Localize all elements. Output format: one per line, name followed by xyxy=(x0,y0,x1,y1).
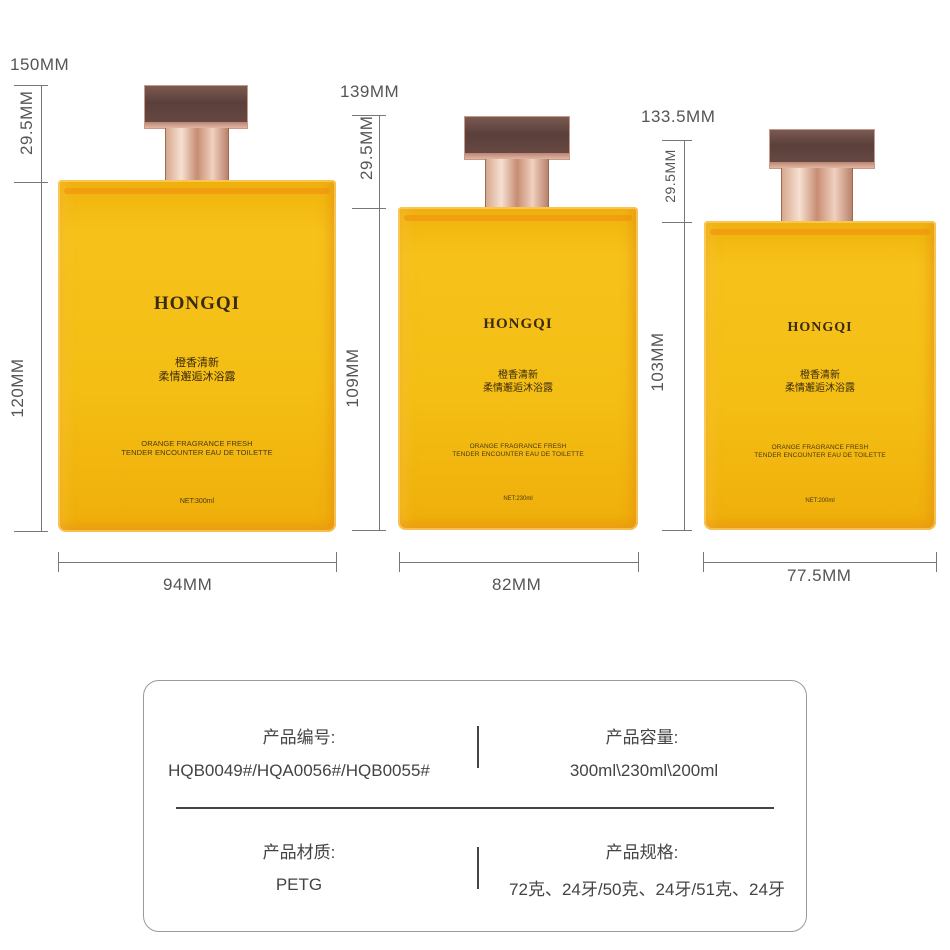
product-name-cn-line2: 柔情邂逅沐浴露 xyxy=(483,383,553,394)
height-dimension-line xyxy=(684,140,685,530)
dimension-tick xyxy=(336,552,337,572)
net-volume: NET:300ml xyxy=(179,498,215,505)
material-label: 产品材质: xyxy=(262,843,336,862)
bottle-neck xyxy=(781,168,853,222)
product-code-value: HQB0049#/HQA0056#/HQB0055# xyxy=(168,761,430,780)
dimension-tick xyxy=(14,85,48,86)
width-label: 94MM xyxy=(163,575,213,594)
height-dimension-line xyxy=(41,85,42,532)
dimension-tick xyxy=(14,182,48,183)
cap-height-label: 29.5MM xyxy=(357,115,376,180)
spec-table: 产品编号: HQB0049#/HQA0056#/HQB0055# 产品容量: 3… xyxy=(143,680,807,932)
capacity-label: 产品容量: xyxy=(605,728,679,747)
product-name-en-line1: ORANGE FRAGRANCE FRESH xyxy=(771,444,869,451)
product-name-cn-line1: 橙香清新 xyxy=(800,370,840,381)
capacity-value: 300ml\230ml\200ml xyxy=(569,761,719,780)
column-divider xyxy=(477,847,479,889)
product-code-label: 产品编号: xyxy=(262,728,336,747)
dimension-tick xyxy=(352,115,386,116)
dimension-tick xyxy=(58,552,59,572)
dimension-tick xyxy=(662,140,692,141)
bottle-body: HONGQI 橙香清新 柔情邂逅沐浴露 ORANGE FRAGRANCE FRE… xyxy=(704,221,936,530)
product-name-cn-line1: 橙香清新 xyxy=(175,357,219,369)
width-label: 82MM xyxy=(492,575,542,594)
product-name-cn-line2: 柔情邂逅沐浴露 xyxy=(158,371,236,383)
bottle-cap xyxy=(464,116,570,160)
dimension-tick xyxy=(638,552,639,572)
dimension-tick xyxy=(352,530,386,531)
width-dimension-line xyxy=(399,562,638,563)
cap-height-label: 29.5MM xyxy=(662,149,678,203)
dimension-tick xyxy=(14,531,48,532)
column-divider xyxy=(477,726,479,768)
product-name-en-line1: ORANGE FRAGRANCE FRESH xyxy=(469,443,567,450)
specification-value: 72克、24牙/50克、24牙/51克、24牙 xyxy=(509,880,785,899)
product-name-en-line2: TENDER ENCOUNTER EAU DE TOILETTE xyxy=(754,452,886,459)
dimension-tick xyxy=(936,552,937,572)
bottle-body: HONGQI 橙香清新 柔情邂逅沐浴露 ORANGE FRAGRANCE FRE… xyxy=(398,207,638,530)
body-height-label: 103MM xyxy=(648,332,667,392)
product-name-en-line2: TENDER ENCOUNTER EAU DE TOILETTE xyxy=(121,448,273,457)
bottle-cap xyxy=(769,129,875,169)
dimension-tick xyxy=(399,552,400,572)
total-height-label: 139MM xyxy=(340,82,400,101)
dimension-tick xyxy=(662,222,692,223)
brand-label: HONGQI xyxy=(153,293,241,314)
net-volume: NET:200ml xyxy=(805,498,835,504)
product-name-cn-line2: 柔情邂逅沐浴露 xyxy=(785,383,855,394)
bottle-neck xyxy=(485,159,549,209)
width-label: 77.5MM xyxy=(787,566,852,585)
bottle-cap xyxy=(144,85,248,129)
bottle-body: HONGQI 橙香清新 柔情邂逅沐浴露 ORANGE FRAGRANCE FRE… xyxy=(58,180,336,532)
width-dimension-line xyxy=(58,562,336,563)
specification-label: 产品规格: xyxy=(605,843,679,862)
cap-height-label: 29.5MM xyxy=(17,90,36,155)
product-name-en-line2: TENDER ENCOUNTER EAU DE TOILETTE xyxy=(452,451,584,458)
height-dimension-line xyxy=(379,115,380,530)
body-height-label: 120MM xyxy=(8,358,27,418)
dimension-tick xyxy=(703,552,704,572)
total-height-label: 133.5MM xyxy=(641,107,716,126)
bottle-neck xyxy=(165,128,229,182)
brand-label: HONGQI xyxy=(787,320,853,335)
total-height-label: 150MM xyxy=(10,55,70,74)
row-divider xyxy=(176,807,774,809)
dimension-tick xyxy=(662,530,692,531)
width-dimension-line xyxy=(703,562,936,563)
material-value: PETG xyxy=(275,875,323,894)
net-volume: NET:230ml xyxy=(503,496,533,502)
brand-label: HONGQI xyxy=(483,316,553,332)
body-height-label: 109MM xyxy=(343,348,362,408)
dimension-tick xyxy=(352,208,386,209)
product-name-cn-line1: 橙香清新 xyxy=(498,370,538,381)
product-name-en-line1: ORANGE FRAGRANCE FRESH xyxy=(141,439,253,448)
